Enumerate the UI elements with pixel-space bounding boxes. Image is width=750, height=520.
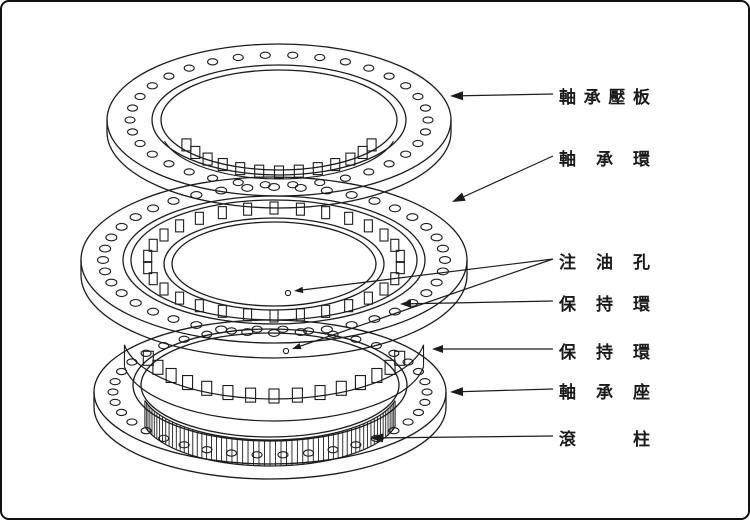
leader-lines [292, 91, 554, 443]
bearing-pressure-plate [106, 43, 452, 209]
retainer-ring-lower [123, 344, 425, 422]
bearing-ring [80, 176, 468, 359]
rollers-band [144, 400, 396, 467]
